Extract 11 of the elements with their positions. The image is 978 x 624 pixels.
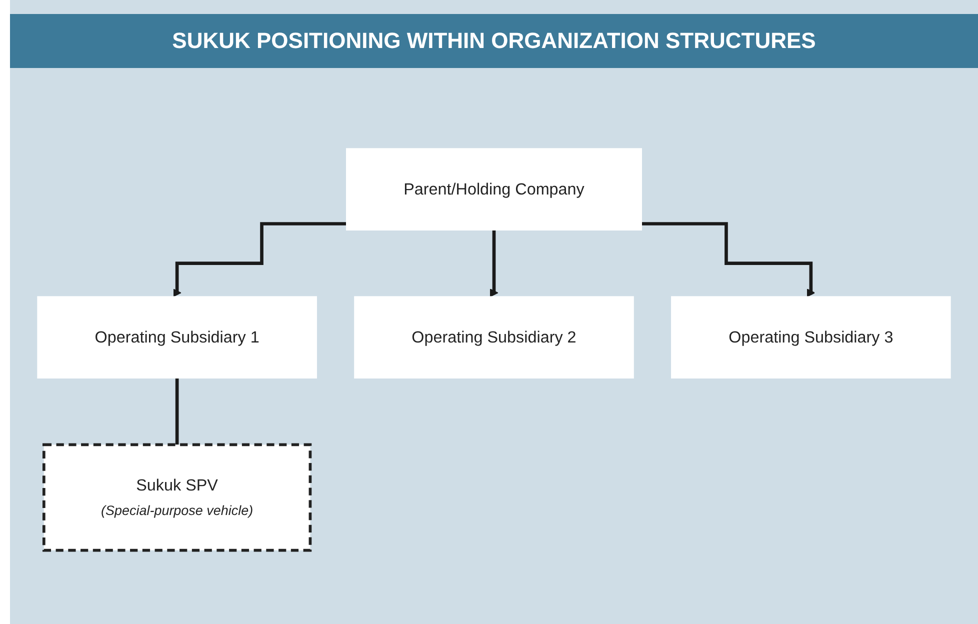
connector	[175, 376, 179, 446]
arrow	[642, 222, 816, 297]
node-box	[42, 442, 312, 552]
node-box	[354, 296, 634, 378]
diagram-background: SUKUK POSITIONING WITHIN ORGANIZATION STRUCTURES Parent/Holding Company Operating Subsidiary 1 Operating Subsidiary 2 Operating Subsidiary 3 Sukuk SPV (Special-purpose vehicle)	[10, 0, 978, 624]
node-box	[346, 148, 642, 230]
node-box	[671, 296, 951, 378]
arrow	[490, 228, 498, 297]
arrow	[172, 222, 346, 297]
node-box	[37, 296, 317, 378]
title-banner: SUKUK POSITIONING WITHIN ORGANIZATION STRUCTURES	[10, 14, 978, 68]
